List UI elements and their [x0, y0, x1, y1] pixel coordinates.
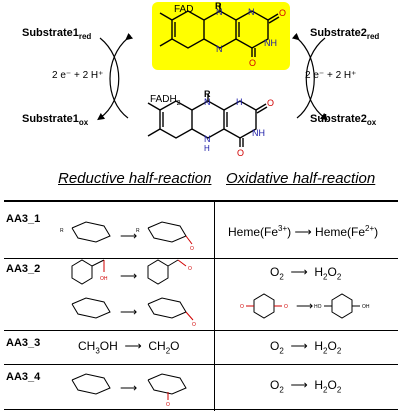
fadh2-nh: H — [236, 97, 243, 107]
fad-label: FAD — [174, 4, 193, 15]
right-curved-arrow-2 — [305, 37, 328, 121]
row-divider-3 — [4, 364, 398, 365]
svg-text:R: R — [136, 228, 140, 234]
row-label-aa3-3: AA3_3 — [6, 337, 41, 349]
substrate2-red-label: Substrate2red — [310, 27, 380, 42]
reductive-header: Reductive half-reaction — [58, 170, 212, 187]
fadh2-molecule — [147, 94, 268, 147]
fad-nh: NH — [264, 38, 277, 48]
left-curved-arrow-2 — [109, 32, 134, 119]
aa3-3-reductive: CH3OH ⟶ CH2O — [78, 339, 180, 356]
svg-text:O: O — [190, 246, 194, 252]
svg-text:⟶: ⟶ — [120, 305, 137, 319]
aa3-1-oxidative: Heme(Fe3+) ⟶ Heme(Fe2+) — [228, 224, 379, 239]
fad-n1: N — [216, 7, 223, 17]
row-divider-2 — [4, 330, 398, 331]
fad-n3: N — [216, 44, 223, 54]
arrow: ⟶ — [124, 339, 142, 353]
fadh2-h: H — [204, 144, 210, 153]
svg-text:HO: HO — [314, 304, 322, 310]
fad-r-label: R — [215, 1, 222, 11]
flavin-structures: FAD R N N N NH O O FADH2 R N H N H NH O … — [97, 1, 328, 158]
row-label-aa3-1: AA3_1 — [6, 213, 41, 225]
svg-text:O: O — [240, 304, 244, 310]
substrate1-red-label: Substrate1red — [22, 27, 92, 42]
fadh2-o2: O — [237, 148, 244, 158]
fad-molecule — [159, 4, 280, 57]
fadh2-o1: O — [267, 98, 274, 108]
substrate2-ox-label: Substrate2ox — [310, 113, 377, 128]
oxidative-header: Oxidative half-reaction — [226, 170, 376, 187]
table-column-divider — [214, 201, 215, 411]
svg-text:⟶: ⟶ — [120, 381, 137, 395]
left-electron-eq: 2 e⁻ + 2 H⁺ — [52, 70, 104, 81]
right-curved-arrow — [291, 32, 315, 119]
svg-text:O: O — [284, 304, 288, 310]
fadh2-atoms: FADH2 R N H N H NH O O — [150, 89, 274, 158]
svg-text:OH: OH — [100, 276, 108, 282]
aa3-3-oxidative: O2 ⟶ H2O2 — [270, 339, 342, 356]
right-electron-eq: 2 e⁻ + 2 H⁺ — [305, 70, 357, 81]
svg-text:⟶: ⟶ — [120, 229, 137, 243]
fad-o2: O — [249, 58, 256, 68]
svg-text:OH: OH — [362, 304, 370, 310]
fadh2-label: FADH2 — [150, 94, 181, 107]
row-label-aa3-2: AA3_2 — [6, 263, 41, 275]
fadh2-n3: N — [204, 134, 211, 144]
svg-text:O: O — [188, 266, 192, 272]
fad-n2: N — [248, 7, 255, 17]
left-curved-arrow — [97, 37, 120, 121]
table-bottom-rule — [4, 409, 398, 410]
substrate1-ox-label: Substrate1ox — [22, 113, 89, 128]
fad-o1: O — [279, 8, 286, 18]
table-top-rule — [4, 200, 398, 202]
svg-text:⟶: ⟶ — [296, 299, 313, 313]
svg-text:O: O — [192, 322, 196, 328]
row-divider-1 — [4, 258, 398, 259]
fad-atoms: FAD R N N N NH O O — [174, 1, 286, 68]
svg-text:R: R — [60, 228, 64, 234]
svg-text:O: O — [166, 402, 170, 408]
fadh2-r-label: R — [204, 89, 211, 99]
aa3-2-oxidative-o2: O2 ⟶ H2O2 — [270, 265, 342, 282]
row-label-aa3-4: AA3_4 — [6, 371, 41, 383]
fadh2-n1: N — [204, 97, 211, 107]
svg-text:⟶: ⟶ — [120, 269, 137, 283]
fadh2-nh2: NH — [252, 128, 265, 138]
aa3-4-oxidative: O2 ⟶ H2O2 — [270, 378, 342, 395]
